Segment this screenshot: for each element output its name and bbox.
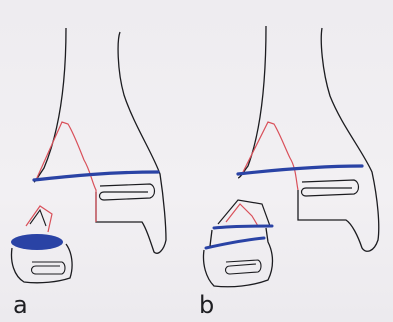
- panel-a-fracture-line: [34, 172, 158, 180]
- panel-label-b: b: [199, 293, 214, 317]
- panel-a-bone-outline-right: [96, 32, 166, 253]
- panel-b-detached-fragment-top-red: [226, 204, 258, 226]
- panel-b-fracture-line: [238, 166, 362, 174]
- panel-a-bone-outline: [34, 28, 66, 182]
- panel-b-drawing: [203, 26, 378, 287]
- panel-b-trochlea: [302, 180, 359, 196]
- panel-b-detached-fragment-top: [218, 200, 270, 226]
- panel-b-fracture-fragment-outline: [242, 122, 298, 190]
- panel-a-detached-fragment-top-inner: [30, 210, 46, 226]
- panel-label-a: a: [13, 293, 28, 317]
- panel-a-drawing: [11, 28, 166, 283]
- panel-a-detached-fragment-trochlea: [32, 262, 66, 274]
- panel-a-detached-fragment-articular: [11, 234, 63, 250]
- panel-b-detached-fragment-line-lower: [206, 238, 264, 248]
- panel-b-bone-outline-right: [298, 28, 379, 251]
- panel-a-detached-fragment-top: [26, 206, 52, 232]
- panel-a-fracture-fragment-outline: [36, 122, 96, 222]
- panel-a-trochlea: [100, 184, 155, 200]
- panel-b-detached-fragment-line-upper: [214, 226, 272, 228]
- panel-b-detached-fragment-trochlea: [226, 260, 262, 274]
